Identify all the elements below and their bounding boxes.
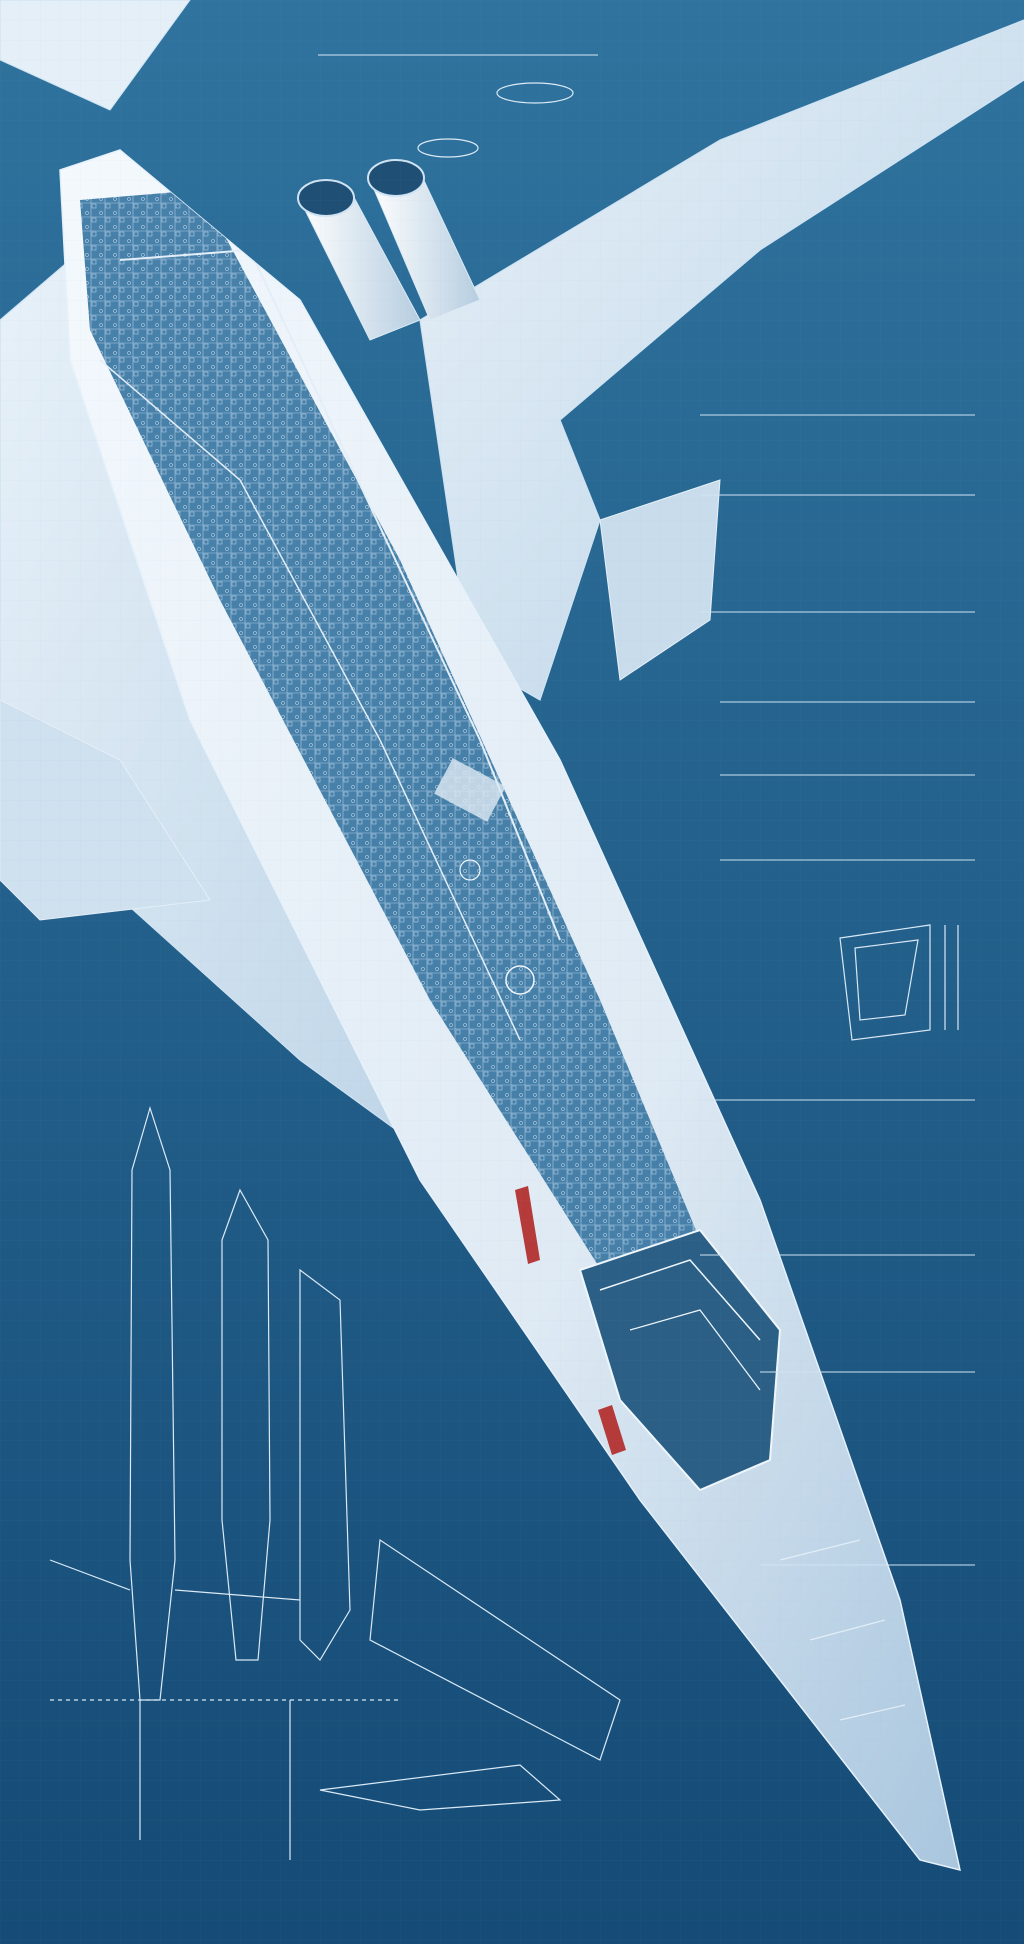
blueprint-artwork [0, 0, 1024, 1944]
blueprint-poster [0, 0, 1024, 1944]
grid-overlay [0, 0, 1024, 1944]
